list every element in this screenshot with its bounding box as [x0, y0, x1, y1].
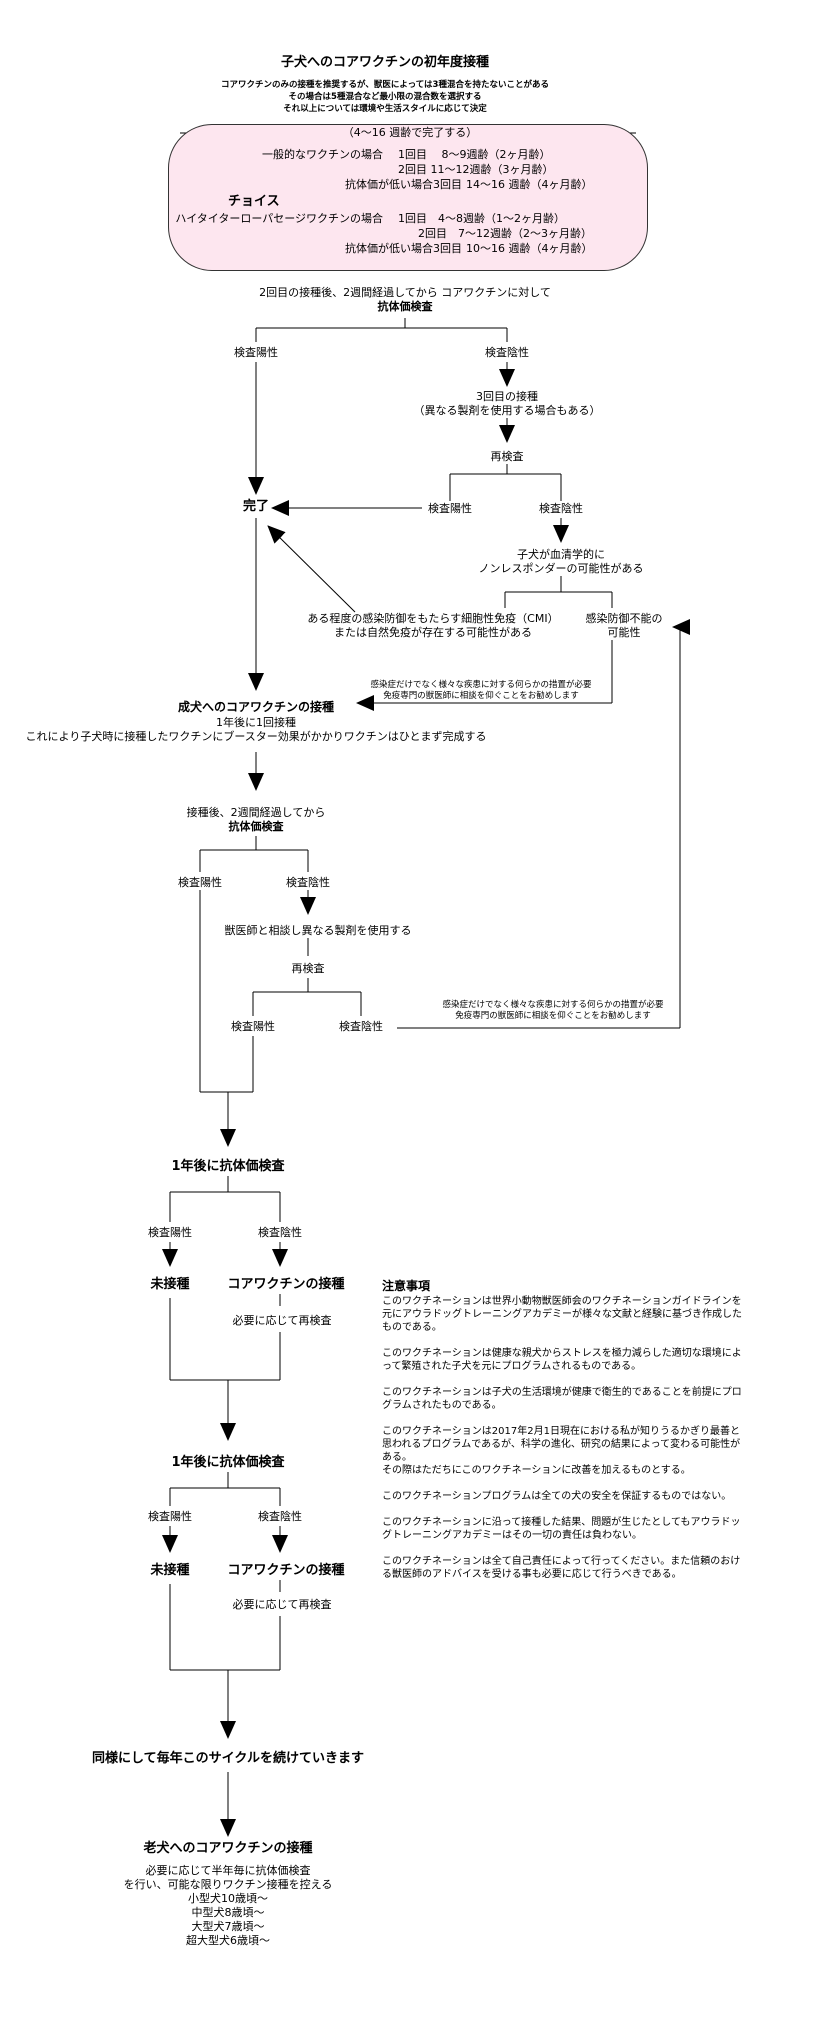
header-note-2: その場合は5種混合など最小限の混合数を選択する	[288, 92, 482, 102]
header-note-3: それ以上については環境や生活スタイルに応じて決定	[283, 104, 487, 114]
note-7: このワクチネーションは全て自己責任によって行ってください。また信頼のおける獣医師…	[382, 1556, 741, 1580]
adult-antibody-test: 抗体価検査	[228, 820, 284, 833]
senior-title: 老犬へのコアワクチンの接種	[143, 1841, 313, 1856]
yearly-test-1-title: 1年後に抗体価検査	[171, 1159, 285, 1174]
puppy-advice-line-1: 感染症だけでなく様々な疾患に対する何らかの措置が必要	[370, 680, 592, 690]
yearly-1-retest-if-needed: 必要に応じて再検査	[232, 1314, 332, 1327]
notes-section: 注意事項 このワクチネーションは世界小動物獣医師会のワクチネーションガイドライン…	[382, 1280, 748, 1594]
after-second-dose: 2回目の接種後、2週間経過してから コアワクチンに対して	[259, 286, 551, 299]
puppy-retest: 再検査	[490, 450, 524, 463]
cmi-line-2: または自然免疫が存在する可能性がある	[334, 626, 532, 639]
note-1: このワクチネーションは世界小動物獣医師会のワクチネーションガイドラインを元にアウ…	[382, 1296, 742, 1333]
general-dose-2: 2回目 11〜12週齢（3ヶ月齢）	[398, 163, 554, 176]
adult-after: 接種後、2週間経過してから	[186, 806, 326, 819]
general-vaccine-label: 一般的なワクチンの場合	[262, 148, 383, 161]
adult-consult: 獣医師と相談し異なる製剤を使用する	[224, 924, 412, 937]
adult-once: 1年後に1回接種	[216, 716, 296, 729]
nonresponder-line-2: ノンレスポンダーの可能性がある	[478, 562, 644, 575]
yearly-1-positive: 検査陽性	[148, 1226, 192, 1239]
yearly-2-negative: 検査陰性	[258, 1510, 302, 1523]
senior-giant-dog: 超大型犬6歳頃〜	[186, 1934, 270, 1947]
yearly-2-core-vaccine: コアワクチンの接種	[227, 1563, 345, 1578]
yearly-2-positive: 検査陽性	[148, 1510, 192, 1523]
general-dose-3: 14〜16 週齢（4ヶ月齢）	[466, 178, 593, 191]
puppy-test-positive: 検査陽性	[234, 346, 278, 359]
puppy-retest-negative: 検査陰性	[539, 502, 583, 515]
no-protection-line-1: 感染防御不能の	[585, 612, 663, 625]
general-dose-1: 1回目 8〜9週齢（2ヶ月齢）	[398, 148, 551, 161]
cmi-line-1: ある程度の感染防御をもたらす細胞性免疫（CMI）	[307, 612, 559, 625]
adult-test-negative: 検査陰性	[286, 876, 330, 889]
senior-medium-dog: 中型犬8歳頃〜	[191, 1906, 265, 1919]
adult-retest-positive: 検査陽性	[231, 1020, 275, 1033]
yearly-test-2-title: 1年後に抗体価検査	[171, 1455, 285, 1470]
note-6: このワクチネーションに沿って接種した結果、問題が生じたとしてもアウラドッグトレー…	[382, 1517, 741, 1541]
yearly-1-negative: 検査陰性	[258, 1226, 302, 1239]
adult-advice-line-2: 免疫専門の獣医師に相談を仰ぐことをお勧めします	[455, 1011, 651, 1021]
nonresponder-line-1: 子犬が血清学的に	[517, 548, 605, 561]
yearly-1-no-vaccine: 未接種	[150, 1277, 190, 1292]
high-titer-dose-1: 1回目 4〜8週齢（1〜2ヶ月齢）	[398, 212, 565, 225]
header-note-1: コアワクチンのみの接種を推奨するが、獣医によっては3種混合を持たないことがある	[221, 80, 549, 90]
adult-test-positive: 検査陽性	[178, 876, 222, 889]
third-dose-note: （異なる製剤を使用する場合もある）	[413, 404, 601, 417]
puppy-retest-positive: 検査陽性	[428, 502, 472, 515]
yearly-2-no-vaccine: 未接種	[150, 1563, 190, 1578]
note-4b: その際はただちにこのワクチネーションに改善を加えるものとする。	[382, 1465, 691, 1476]
general-low-label: 抗体価が低い場合3回目	[345, 178, 462, 191]
adult-retest-negative: 検査陰性	[339, 1020, 383, 1033]
adult-title: 成犬へのコアワクチンの接種	[177, 700, 335, 714]
high-titer-low-label: 抗体価が低い場合3回目	[345, 242, 462, 255]
schedule-box	[168, 124, 648, 271]
yearly-1-core-vaccine: コアワクチンの接種	[227, 1277, 345, 1292]
adult-retest: 再検査	[291, 962, 325, 975]
choice-label: チョイス	[228, 194, 280, 209]
senior-line-2: を行い、可能な限りワクチン接種を控える	[123, 1878, 333, 1891]
high-titer-dose-3: 10〜16 週齢（4ヶ月齢）	[466, 242, 593, 255]
high-titer-label: ハイタイターローパセージワクチンの場合	[175, 212, 383, 225]
page-title: 子犬へのコアワクチンの初年度接種	[280, 55, 490, 70]
adult-advice-line-1: 感染症だけでなく様々な疾患に対する何らかの措置が必要	[442, 1000, 664, 1010]
senior-small-dog: 小型犬10歳頃〜	[188, 1892, 268, 1905]
schedule-period: （4〜16 週齢で完了する）	[338, 126, 482, 140]
puppy-advice-line-2: 免疫専門の獣医師に相談を仰ぐことをお勧めします	[383, 691, 579, 701]
cycle-statement: 同様にして毎年このサイクルを続けていきます	[92, 1751, 364, 1766]
senior-line-1: 必要に応じて半年毎に抗体価検査	[145, 1864, 311, 1877]
adult-booster: これにより子犬時に接種したワクチンにブースター効果がかかりワクチンはひとまず完成…	[25, 730, 487, 743]
no-protection-line-2: 可能性	[607, 626, 641, 639]
high-titer-dose-2: 2回目 7〜12週齢（2〜3ヶ月齢）	[418, 227, 592, 240]
third-dose: 3回目の接種	[476, 390, 538, 403]
note-4: このワクチネーションは2017年2月1日現在における私が知りうるかぎり最善と思わ…	[382, 1426, 741, 1463]
puppy-antibody-test: 抗体価検査	[377, 300, 433, 313]
complete-label: 完了	[242, 499, 270, 514]
senior-large-dog: 大型犬7歳頃〜	[191, 1920, 265, 1933]
note-3: このワクチネーションは子犬の生活環境が健康で衛生的であることを前提にプログラムさ…	[382, 1387, 742, 1411]
yearly-2-retest-if-needed: 必要に応じて再検査	[232, 1598, 332, 1611]
puppy-test-negative: 検査陰性	[485, 346, 529, 359]
note-2: このワクチネーションは健康な親犬からストレスを極力減らした適切な環境によって繁殖…	[382, 1348, 742, 1372]
notes-title: 注意事項	[382, 1279, 431, 1293]
note-5: このワクチネーションプログラムは全ての犬の安全を保証するものではない。	[382, 1491, 732, 1502]
